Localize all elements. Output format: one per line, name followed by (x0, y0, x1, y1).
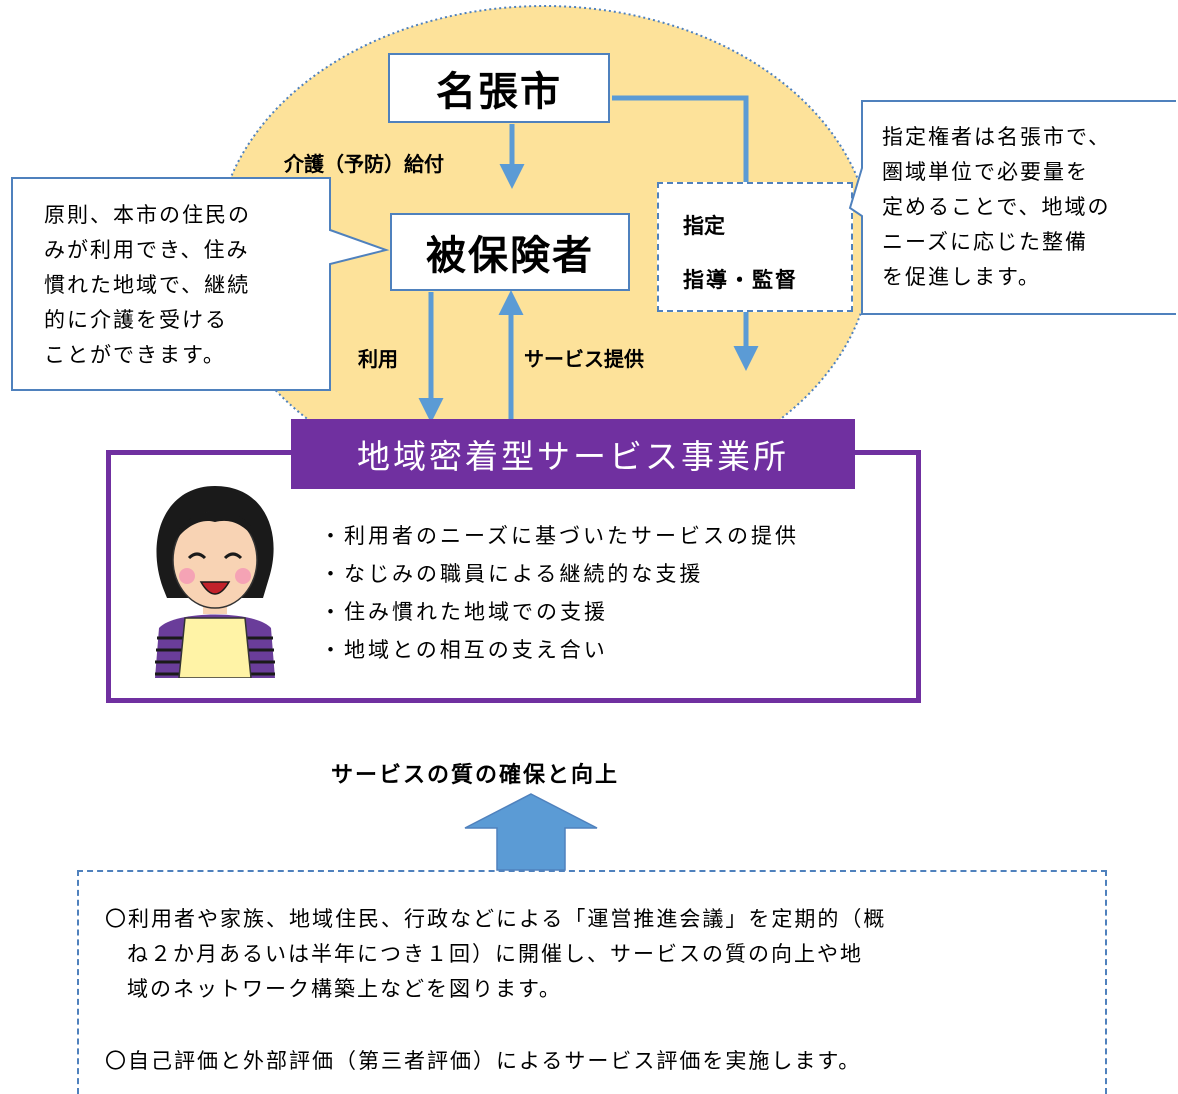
measures-box: 〇利用者や家族、地域住民、行政などによる「運営推進会議」を定期的（概 ね２か月あ… (77, 870, 1107, 1094)
designation-line1: 指定 (683, 214, 725, 238)
insured-box: 被保険者 (390, 213, 630, 291)
insured-label: 被保険者 (426, 233, 594, 279)
left-callout-line: ことができます。 (44, 343, 226, 367)
caregiver-illustration (155, 486, 275, 678)
left-callout-line: みが利用でき、住み (44, 238, 250, 262)
left-callout: 原則、本市の住民の みが利用でき、住み 慣れた地域で、継続 的に介護を受ける こ… (44, 198, 251, 373)
right-callout: 指定権者は名張市で、 圏域単位で必要量を 定めることで、地域の ニーズに応じた整… (882, 120, 1111, 295)
benefit-label: 介護（予防）給付 (284, 152, 444, 176)
up-arrow-icon (464, 793, 598, 871)
left-callout-line: 原則、本市の住民の (44, 203, 251, 227)
use-label: 利用 (358, 347, 398, 371)
measure-paragraph: 〇利用者や家族、地域住民、行政などによる「運営推進会議」を定期的（概 ね２か月あ… (105, 902, 886, 1007)
service-provision-label: サービス提供 (524, 347, 644, 371)
office-feature: ・利用者のニーズに基づいたサービスの提供 (320, 524, 799, 548)
right-callout-line: ニーズに応じた整備 (882, 230, 1088, 254)
office-feature: ・地域との相互の支え合い (320, 638, 608, 662)
right-callout-line: 定めることで、地域の (882, 195, 1111, 219)
designation-box: 指定 指導・監督 (657, 182, 853, 312)
office-title-text: 地域密着型サービス事業所 (357, 437, 789, 476)
office-feature: ・なじみの職員による継続的な支援 (320, 562, 704, 586)
right-callout-line: 指定権者は名張市で、 (882, 125, 1112, 149)
measure-line: 域のネットワーク構築上などを図ります。 (127, 977, 562, 1001)
measure-line: 〇自己評価と外部評価（第三者評価）によるサービス評価を実施します。 (105, 1049, 862, 1073)
measure-line: 〇利用者や家族、地域住民、行政などによる「運営推進会議」を定期的（概 (105, 907, 887, 931)
right-callout-line: 圏域単位で必要量を (882, 160, 1089, 184)
office-feature: ・住み慣れた地域での支援 (320, 600, 608, 624)
left-callout-line: 慣れた地域で、継続 (44, 273, 251, 297)
right-callout-line: を促進します。 (882, 265, 1041, 289)
city-box: 名張市 (388, 53, 610, 123)
measure-line: ね２か月あるいは半年につき１回）に開催し、サービスの質の向上や地 (127, 942, 863, 966)
quality-heading: サービスの質の確保と向上 (331, 763, 620, 788)
left-callout-line: 的に介護を受ける (44, 308, 228, 332)
city-label: 名張市 (436, 69, 562, 115)
designation-line2: 指導・監督 (683, 268, 798, 292)
measure-paragraph: 〇自己評価と外部評価（第三者評価）によるサービス評価を実施します。 (105, 1044, 861, 1079)
office-title: 地域密着型サービス事業所 (291, 419, 855, 489)
